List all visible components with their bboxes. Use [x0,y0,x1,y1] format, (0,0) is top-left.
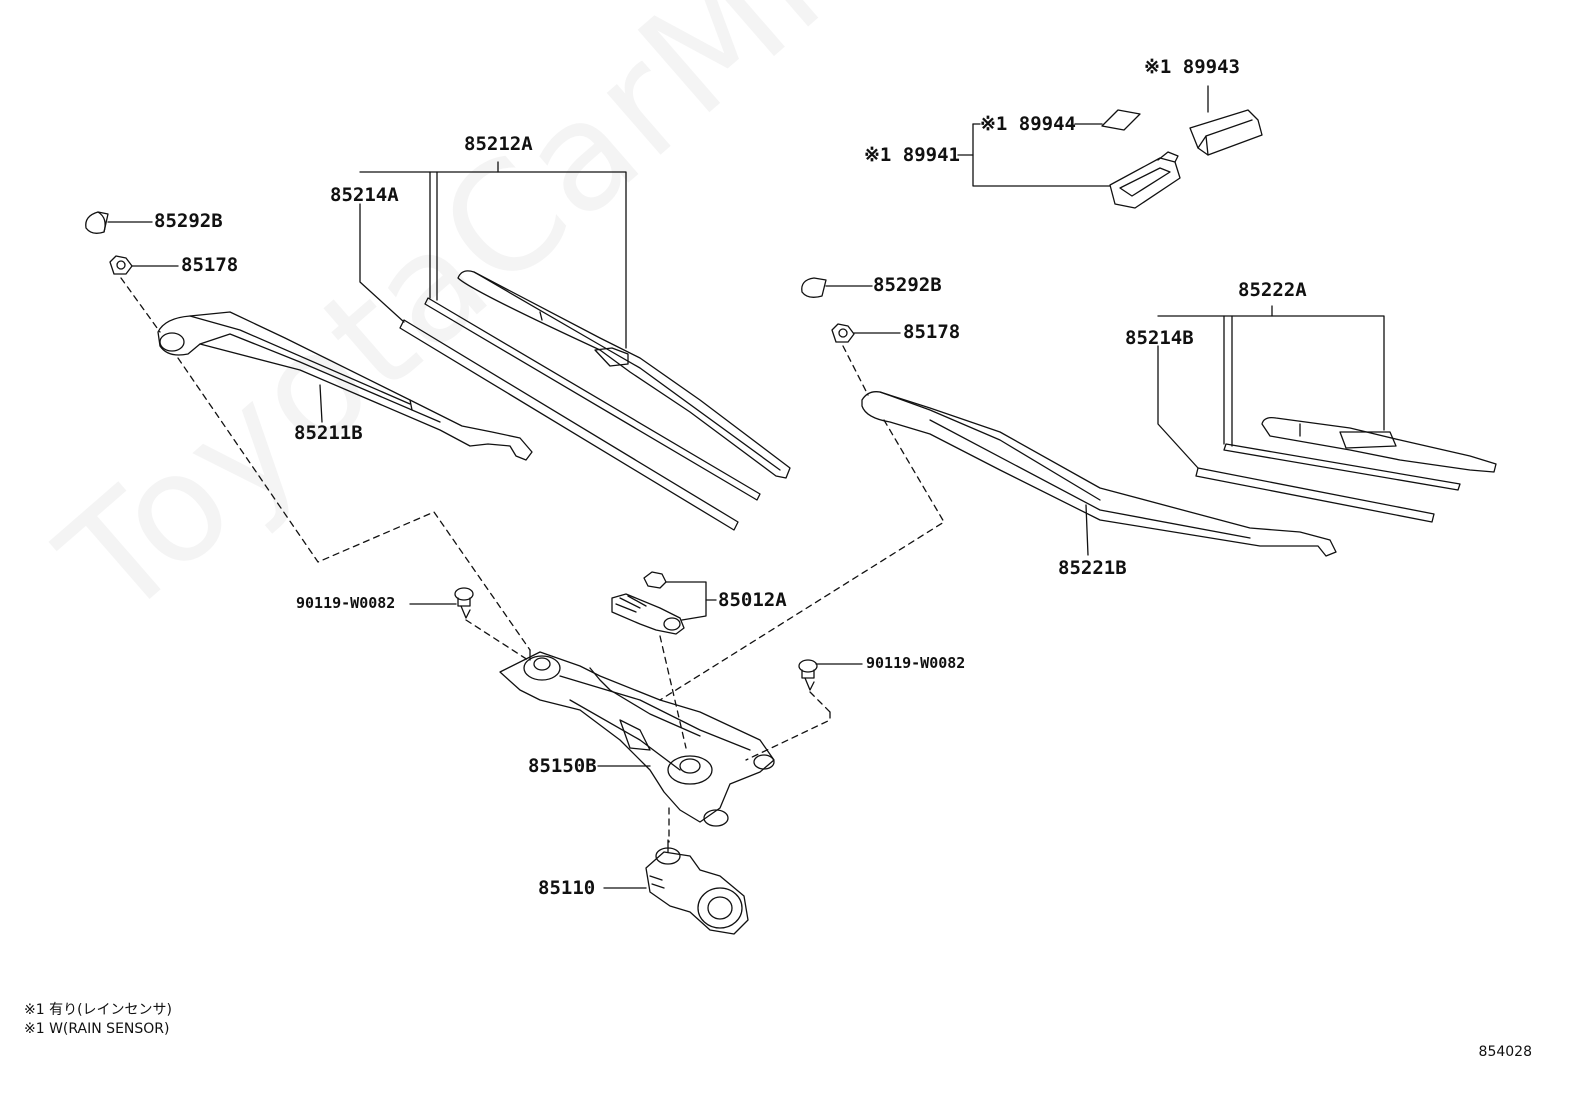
label-85214B: 85214B [1125,327,1194,349]
bolt-right [799,660,817,690]
label-90119-left: 90119-W0082 [296,594,396,612]
rain-sensor-cover-89943 [1190,110,1262,155]
leader-89941 [973,124,1110,186]
leader-85222A [1158,316,1384,430]
leader-85211B [320,385,322,422]
label-89943: ※1 89943 [1144,56,1240,78]
wiper-arm-cap-right [802,278,826,297]
label-85221B: 85221B [1058,557,1127,579]
leader-85214B [1158,346,1198,468]
label-85211B: 85211B [294,422,363,444]
label-85178-left: 85178 [181,254,239,276]
label-85214A: 85214A [330,184,399,206]
label-89941: ※1 89941 [864,144,960,166]
diagram-code: 854028 [1478,1044,1532,1060]
assembly-dashed-lines [121,278,944,842]
wiper-arm-left [158,312,532,460]
wiper-blade-rubber-right [1224,444,1460,490]
footnote-en: ※1 W(RAIN SENSOR) [24,1021,170,1037]
wiper-arm-cap-left [86,212,108,233]
wiper-blade-right [1262,418,1496,472]
label-85012A: 85012A [718,589,787,611]
label-85292B-left: 85292B [154,210,223,232]
label-85150B: 85150B [528,755,597,777]
leader-85212A [360,172,626,348]
wiper-blade-rubber-left [425,298,760,500]
label-89944: ※1 89944 [980,113,1076,135]
label-85292B-right: 85292B [873,274,942,296]
label-85222A: 85222A [1238,279,1307,301]
wiper-blade-left [458,271,790,478]
wiper-motor [646,840,748,934]
wiper-refill-right [1196,468,1434,522]
label-90119-right: 90119-W0082 [866,654,966,672]
rain-sensor-89941 [1110,152,1180,208]
leader-85221B [1086,505,1088,555]
label-85178-right: 85178 [903,321,961,343]
wiper-link-assembly [500,650,774,826]
wiper-crank [612,594,684,634]
wiper-nut-left [110,256,132,274]
footnote-jp: ※1 有り(レインセンサ) [24,1002,173,1018]
wiper-refill-left [400,320,738,530]
wiper-arm-right [862,392,1336,556]
bolt-left [455,588,473,618]
label-85110: 85110 [538,877,596,899]
leader-85214A [360,204,404,322]
rain-sensor-pad-89944 [1102,110,1140,130]
crank-nut [644,572,666,588]
wiper-nut-right [832,324,854,342]
leader-85012A [666,582,706,620]
label-85212A: 85212A [464,133,533,155]
